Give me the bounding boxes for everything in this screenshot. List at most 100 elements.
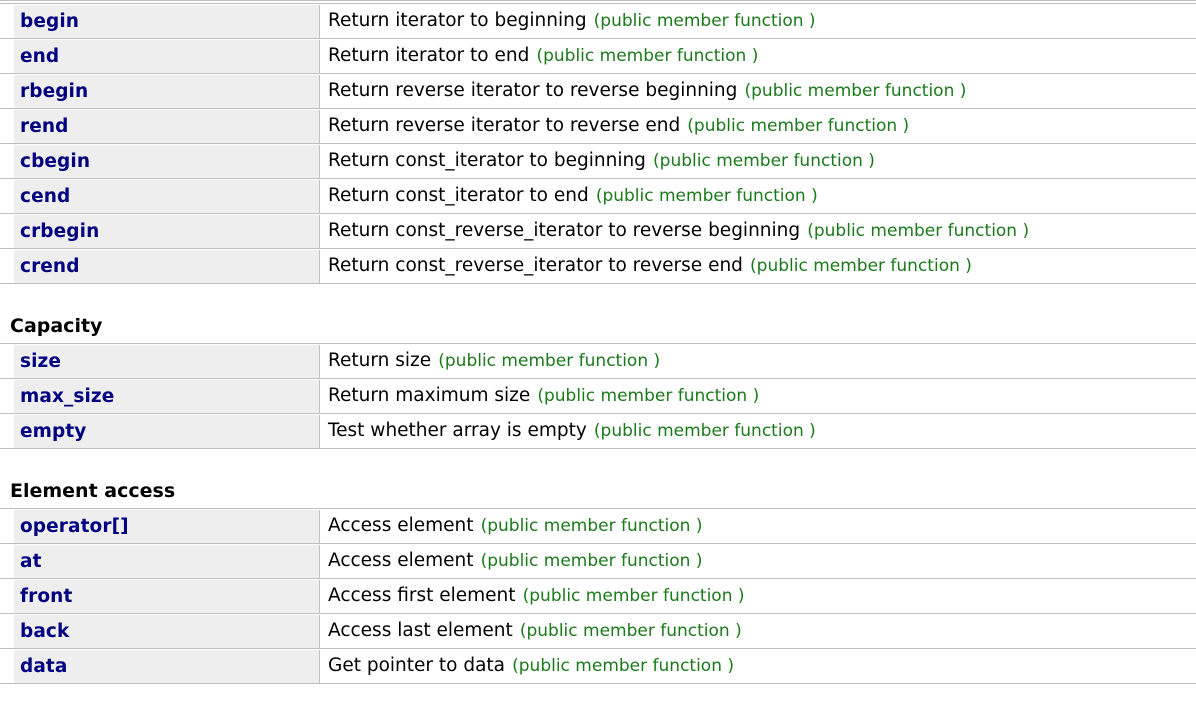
- member-function-link[interactable]: empty: [20, 420, 87, 442]
- member-description-text: Return reverse iterator to reverse begin…: [328, 80, 738, 101]
- member-description-cell: Test whether array is empty (public memb…: [320, 413, 1196, 449]
- member-name-box: front: [14, 579, 320, 613]
- member-description-cell: Return size (public member function ): [320, 343, 1196, 379]
- member-description-cell: Access element (public member function ): [320, 543, 1196, 579]
- member-name-cell: front: [0, 578, 320, 614]
- member-function-table: begin Return iterator to beginning (publi…: [0, 3, 1196, 284]
- section-spacer: [0, 284, 1196, 306]
- member-kind-annotation: (public member function ): [438, 351, 661, 371]
- member-function-link[interactable]: front: [20, 585, 73, 607]
- member-kind-annotation: (public member function ): [595, 186, 818, 206]
- member-name-box: cend: [14, 179, 320, 213]
- member-name-box: size: [14, 344, 320, 378]
- member-function-table: operator[] Access element (public member …: [0, 508, 1196, 684]
- member-function-link[interactable]: back: [20, 620, 70, 642]
- member-description-cell: Get pointer to data (public member funct…: [320, 648, 1196, 684]
- sections-container: begin Return iterator to beginning (publi…: [0, 3, 1196, 684]
- member-name-box: begin: [14, 4, 320, 38]
- member-description-text: Access first element: [328, 585, 516, 606]
- member-name-box: crbegin: [14, 214, 320, 248]
- table-row: crend Return const_reverse_iterator to re…: [0, 248, 1196, 284]
- member-description-cell: Access last element (public member funct…: [320, 613, 1196, 649]
- member-description-text: Return reverse iterator to reverse end: [328, 115, 681, 136]
- member-name-box: rbegin: [14, 74, 320, 108]
- member-kind-annotation: (public member function ): [653, 151, 875, 171]
- member-description-cell: Return iterator to end (public member fu…: [320, 38, 1196, 74]
- member-name-box: end: [14, 39, 320, 73]
- member-name-cell: rend: [0, 108, 320, 144]
- member-name-cell: begin: [0, 3, 320, 39]
- member-kind-annotation: (public member function ): [537, 386, 760, 406]
- member-name-cell: cbegin: [0, 143, 320, 179]
- member-function-link[interactable]: crend: [20, 255, 80, 277]
- member-description-cell: Return const_iterator to beginning (publ…: [320, 143, 1196, 179]
- member-description-cell: Return const_iterator to end (public mem…: [320, 178, 1196, 214]
- member-function-link[interactable]: cend: [20, 185, 71, 207]
- member-name-cell: end: [0, 38, 320, 74]
- member-name-box: max_size: [14, 379, 320, 413]
- table-row: end Return iterator to end (public member…: [0, 38, 1196, 74]
- member-description-text: Access element: [328, 515, 474, 536]
- member-kind-annotation: (public member function ): [593, 421, 816, 441]
- member-kind-annotation: (public member function ): [480, 551, 703, 571]
- member-function-link[interactable]: max_size: [20, 385, 115, 407]
- member-function-link[interactable]: operator[]: [20, 515, 129, 537]
- member-name-box: empty: [14, 414, 320, 448]
- member-description-cell: Return iterator to beginning (public mem…: [320, 3, 1196, 39]
- member-name-box: operator[]: [14, 509, 320, 543]
- member-function-link[interactable]: at: [20, 550, 42, 572]
- member-function-link[interactable]: end: [20, 45, 60, 67]
- table-row: max_size Return maximum size (public memb…: [0, 378, 1196, 414]
- page-top-rule: [0, 0, 1196, 3]
- member-function-link[interactable]: cbegin: [20, 150, 91, 172]
- member-kind-annotation: (public member function ): [536, 46, 759, 66]
- table-row: at Access element (public member function…: [0, 543, 1196, 579]
- member-description-cell: Return const_reverse_iterator to reverse…: [320, 213, 1196, 249]
- member-kind-annotation: (public member function ): [807, 221, 1030, 241]
- member-function-link[interactable]: crbegin: [20, 220, 100, 242]
- member-description-cell: Return reverse iterator to reverse end (…: [320, 108, 1196, 144]
- member-description-text: Return iterator to beginning: [328, 10, 587, 31]
- member-name-box: back: [14, 614, 320, 648]
- member-description-text: Test whether array is empty: [328, 420, 587, 441]
- member-kind-annotation: (public member function ): [519, 621, 742, 641]
- member-kind-annotation: (public member function ): [750, 256, 972, 276]
- member-description-cell: Return reverse iterator to reverse begin…: [320, 73, 1196, 109]
- member-function-link[interactable]: begin: [20, 10, 80, 32]
- member-kind-annotation: (public member function ): [687, 116, 910, 136]
- member-description-text: Access element: [328, 550, 474, 571]
- member-name-cell: operator[]: [0, 508, 320, 544]
- table-row: data Get pointer to data (public member f…: [0, 648, 1196, 684]
- member-description-text: Return const_reverse_iterator to reverse…: [328, 220, 801, 241]
- table-row: cend Return const_iterator to end (public…: [0, 178, 1196, 214]
- member-name-box: data: [14, 649, 320, 683]
- member-name-cell: data: [0, 648, 320, 684]
- member-description-text: Return const_iterator to beginning: [328, 150, 646, 171]
- member-name-cell: at: [0, 543, 320, 579]
- section-heading: Element access: [10, 480, 176, 502]
- table-row: cbegin Return const_iterator to beginning…: [0, 143, 1196, 179]
- section-heading: Capacity: [10, 315, 103, 337]
- member-name-box: crend: [14, 249, 320, 283]
- member-function-link[interactable]: size: [20, 350, 62, 372]
- member-function-link[interactable]: rbegin: [20, 80, 89, 102]
- table-row: operator[]Access element (public member …: [0, 508, 1196, 544]
- member-description-text: Return const_reverse_iterator to reverse…: [328, 255, 743, 276]
- table-row: rbegin Return reverse iterator to reverse…: [0, 73, 1196, 109]
- member-description-text: Return maximum size: [328, 385, 531, 406]
- member-description-text: Return size: [328, 350, 432, 371]
- member-description-text: Get pointer to data: [328, 655, 506, 676]
- member-name-box: rend: [14, 109, 320, 143]
- member-kind-annotation: (public member function ): [593, 11, 816, 31]
- member-function-link[interactable]: rend: [20, 115, 69, 137]
- table-row: front Access first element (public member…: [0, 578, 1196, 614]
- member-description-cell: Return const_reverse_iterator to reverse…: [320, 248, 1196, 284]
- section-spacer: [0, 449, 1196, 471]
- member-kind-annotation: (public member function ): [744, 81, 967, 101]
- member-kind-annotation: (public member function ): [522, 586, 745, 606]
- table-row: begin Return iterator to beginning (publi…: [0, 3, 1196, 39]
- member-name-box: cbegin: [14, 144, 320, 178]
- member-name-cell: crend: [0, 248, 320, 284]
- member-function-link[interactable]: data: [20, 655, 68, 677]
